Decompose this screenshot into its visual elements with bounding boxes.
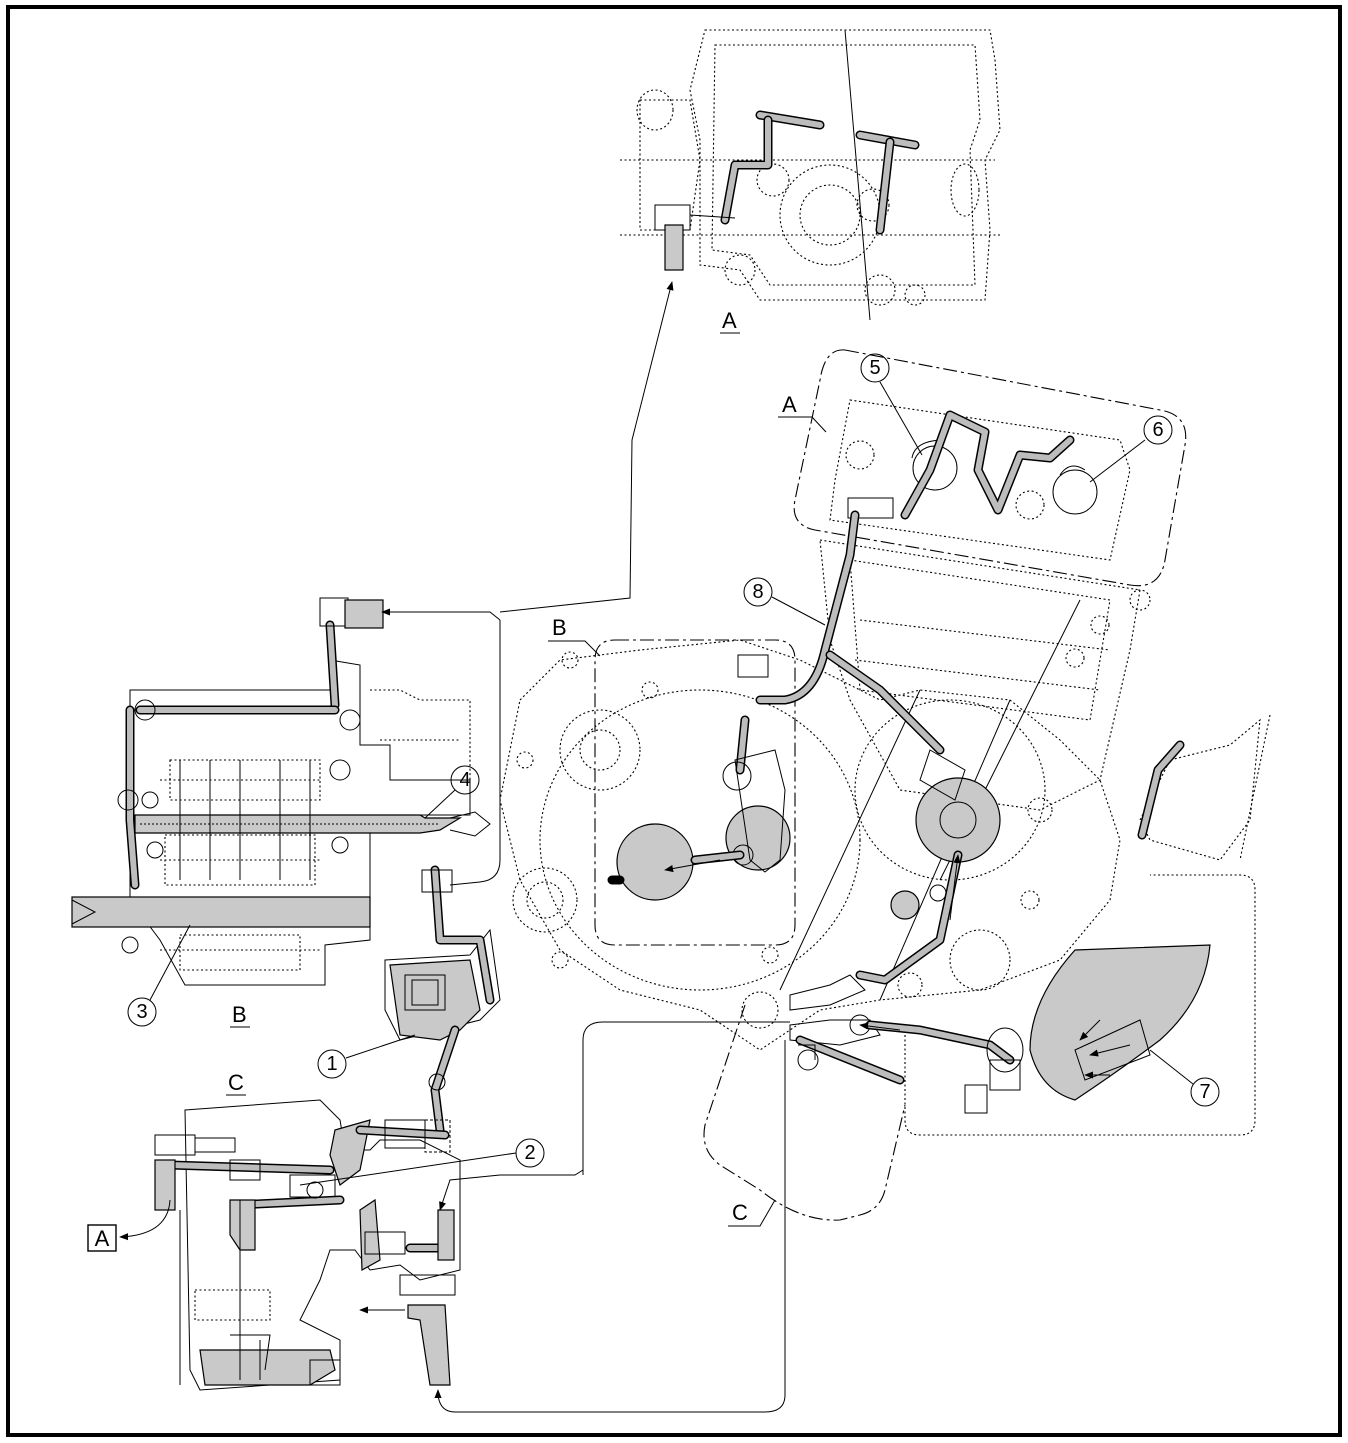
callout-1: 1 xyxy=(317,1034,416,1079)
svg-text:A: A xyxy=(95,1226,110,1251)
label-section-b-left: B xyxy=(232,1002,247,1027)
flow-line-return xyxy=(437,1040,786,1413)
flow-arrow-to-head xyxy=(499,281,674,613)
callout-7: 7 xyxy=(1149,1049,1220,1107)
svg-text:5: 5 xyxy=(869,357,880,379)
boxed-label-a: A xyxy=(87,1199,171,1252)
svg-text:4: 4 xyxy=(459,769,470,791)
flow-arrow-to-transmission xyxy=(381,608,501,621)
oil-pump-view-c xyxy=(154,865,501,1391)
callout-3: 3 xyxy=(127,924,191,1027)
label-section-a-top: A xyxy=(722,308,737,333)
svg-text:3: 3 xyxy=(136,1001,147,1023)
flow-arrow-to-pump xyxy=(439,1174,501,1211)
svg-text:1: 1 xyxy=(326,1053,337,1075)
label-section-a-right: A xyxy=(782,392,797,417)
callout-6: 6 xyxy=(1089,415,1173,483)
callout-5: 5 xyxy=(860,353,923,456)
callout-4: 4 xyxy=(424,765,480,819)
engine-side-view xyxy=(499,349,1271,1221)
transmission-view-b xyxy=(71,597,491,986)
cylinder-head-view-a xyxy=(620,29,1001,321)
frame-border xyxy=(6,5,1342,1437)
callout-2: 2 xyxy=(299,1138,545,1186)
label-section-b-right: B xyxy=(552,615,567,640)
label-section-c-right: C xyxy=(732,1200,748,1225)
svg-text:7: 7 xyxy=(1199,1081,1210,1103)
callout-8: 8 xyxy=(743,577,826,626)
flow-line-pump-out xyxy=(500,1169,584,1176)
svg-text:2: 2 xyxy=(524,1142,535,1164)
svg-text:6: 6 xyxy=(1152,419,1163,441)
flow-line-to-crank xyxy=(582,1021,790,1175)
svg-text:8: 8 xyxy=(752,581,763,603)
label-section-c-left: C xyxy=(228,1070,244,1095)
flow-line-b xyxy=(449,620,501,886)
